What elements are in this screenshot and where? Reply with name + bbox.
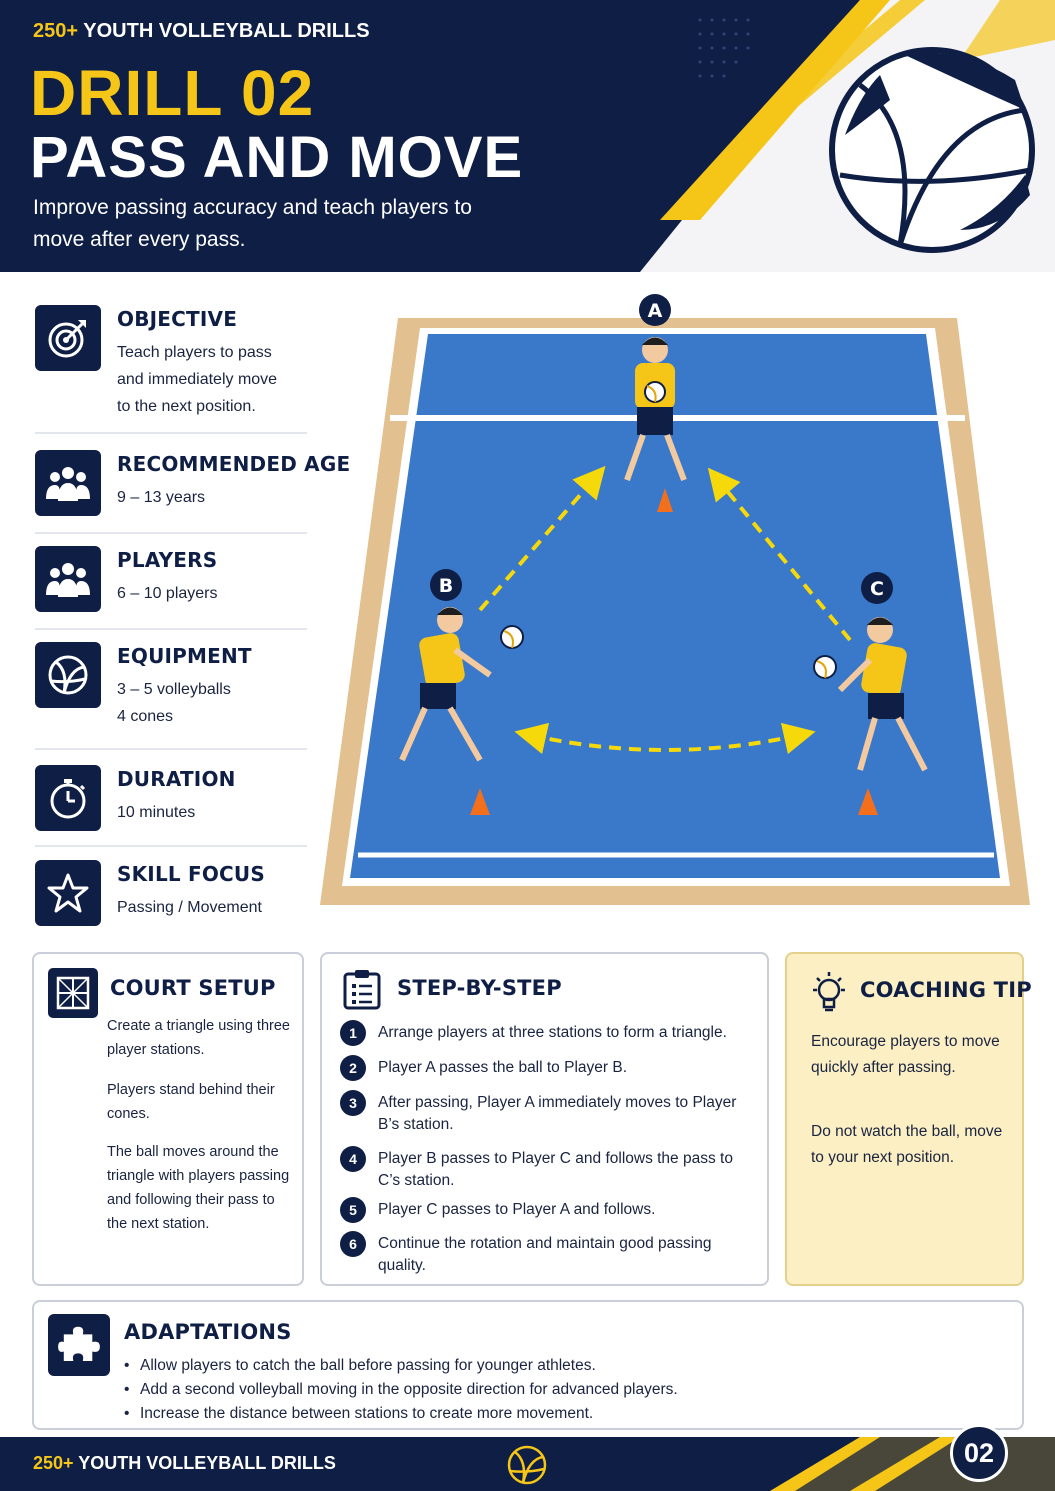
setup-paragraph: Create a triangle using three player sta… <box>107 1018 290 1058</box>
divider <box>35 432 307 434</box>
divider <box>35 532 307 534</box>
player-c <box>837 617 928 772</box>
list-item: Increase the distance between stations t… <box>124 1402 678 1426</box>
list-item: Add a second volleyball moving in the op… <box>124 1378 678 1402</box>
cone <box>858 788 878 815</box>
drill-title: PASS AND MOVE <box>30 125 524 190</box>
header-volleyball-icon <box>829 47 1035 253</box>
svg-text:A: A <box>648 300 663 322</box>
drill-subtitle: Improve passing accuracy and teach playe… <box>33 196 472 251</box>
page-number: 02 <box>950 1424 1008 1482</box>
cone <box>470 788 490 815</box>
footer-brand: 250+ YOUTH VOLLEYBALL DRILLS <box>33 1453 336 1473</box>
tip-paragraph: Encourage players to move quickly after … <box>811 1033 1000 1076</box>
puzzle-icon <box>48 1314 110 1376</box>
svg-text:C: C <box>870 578 884 600</box>
pass-arrow-b-to-a <box>478 465 606 612</box>
court-diagram: A B C <box>320 294 1030 905</box>
station-badge-a: A <box>639 294 671 326</box>
step-by-step-panel: STEP-BY-STEP 1 Arrange players at three … <box>320 952 769 1286</box>
header-banner: 250+ YOUTH VOLLEYBALL DRILLS DRILL 02 PA… <box>0 0 1055 272</box>
player-b <box>399 607 492 762</box>
footer-volleyball-icon <box>507 1445 547 1485</box>
drill-number: DRILL 02 <box>30 57 315 129</box>
brand-top: 250+ YOUTH VOLLEYBALL DRILLS <box>33 20 370 42</box>
coaching-tip-title: COACHING TIP <box>860 978 1032 1002</box>
adaptations-title: ADAPTATIONS <box>124 1320 292 1344</box>
lightbulb-icon <box>809 970 849 1019</box>
step-number: 4 <box>340 1146 366 1172</box>
court-setup-panel: COURT SETUP Create a triangle using thre… <box>32 952 304 1286</box>
cone <box>657 488 673 512</box>
step-number: 5 <box>340 1197 366 1223</box>
court-surface <box>350 334 1000 878</box>
setup-paragraph: The ball moves around the triangle with … <box>107 1144 290 1232</box>
clipboard-icon <box>342 968 382 1015</box>
volleyball-icon <box>35 642 101 708</box>
svg-text:B: B <box>439 575 453 597</box>
target-icon <box>35 305 101 371</box>
footer-banner: 250+ YOUTH VOLLEYBALL DRILLS <box>0 1437 1055 1491</box>
setup-paragraph: Players stand behind their cones. <box>107 1082 275 1122</box>
step-number: 6 <box>340 1231 366 1257</box>
divider <box>35 628 307 630</box>
step-number: 3 <box>340 1090 366 1116</box>
court-grid-icon <box>48 968 98 1018</box>
tip-paragraph: Do not watch the ball, move to your next… <box>811 1123 1003 1166</box>
stopwatch-icon <box>35 765 101 831</box>
adaptations-list: Allow players to catch the ball before p… <box>124 1354 678 1426</box>
divider <box>35 845 307 847</box>
adaptations-panel: ADAPTATIONS Allow players to catch the b… <box>32 1300 1024 1430</box>
coaching-tip-panel: COACHING TIP Encourage players to move q… <box>785 952 1032 1286</box>
pass-arrow-c-to-a <box>707 467 852 642</box>
star-icon <box>35 860 101 926</box>
step-number: 2 <box>340 1055 366 1081</box>
list-item: Allow players to catch the ball before p… <box>124 1354 678 1378</box>
step-number: 1 <box>340 1020 366 1046</box>
players-icon <box>35 546 101 612</box>
station-badge-c: C <box>861 572 893 604</box>
header-decoration <box>640 0 1055 272</box>
station-badge-b: B <box>430 569 462 601</box>
divider <box>35 748 307 750</box>
group-icon <box>35 450 101 516</box>
court-setup-title: COURT SETUP <box>110 976 276 1000</box>
player-a <box>624 337 687 482</box>
step-by-step-title: STEP-BY-STEP <box>397 976 562 1000</box>
